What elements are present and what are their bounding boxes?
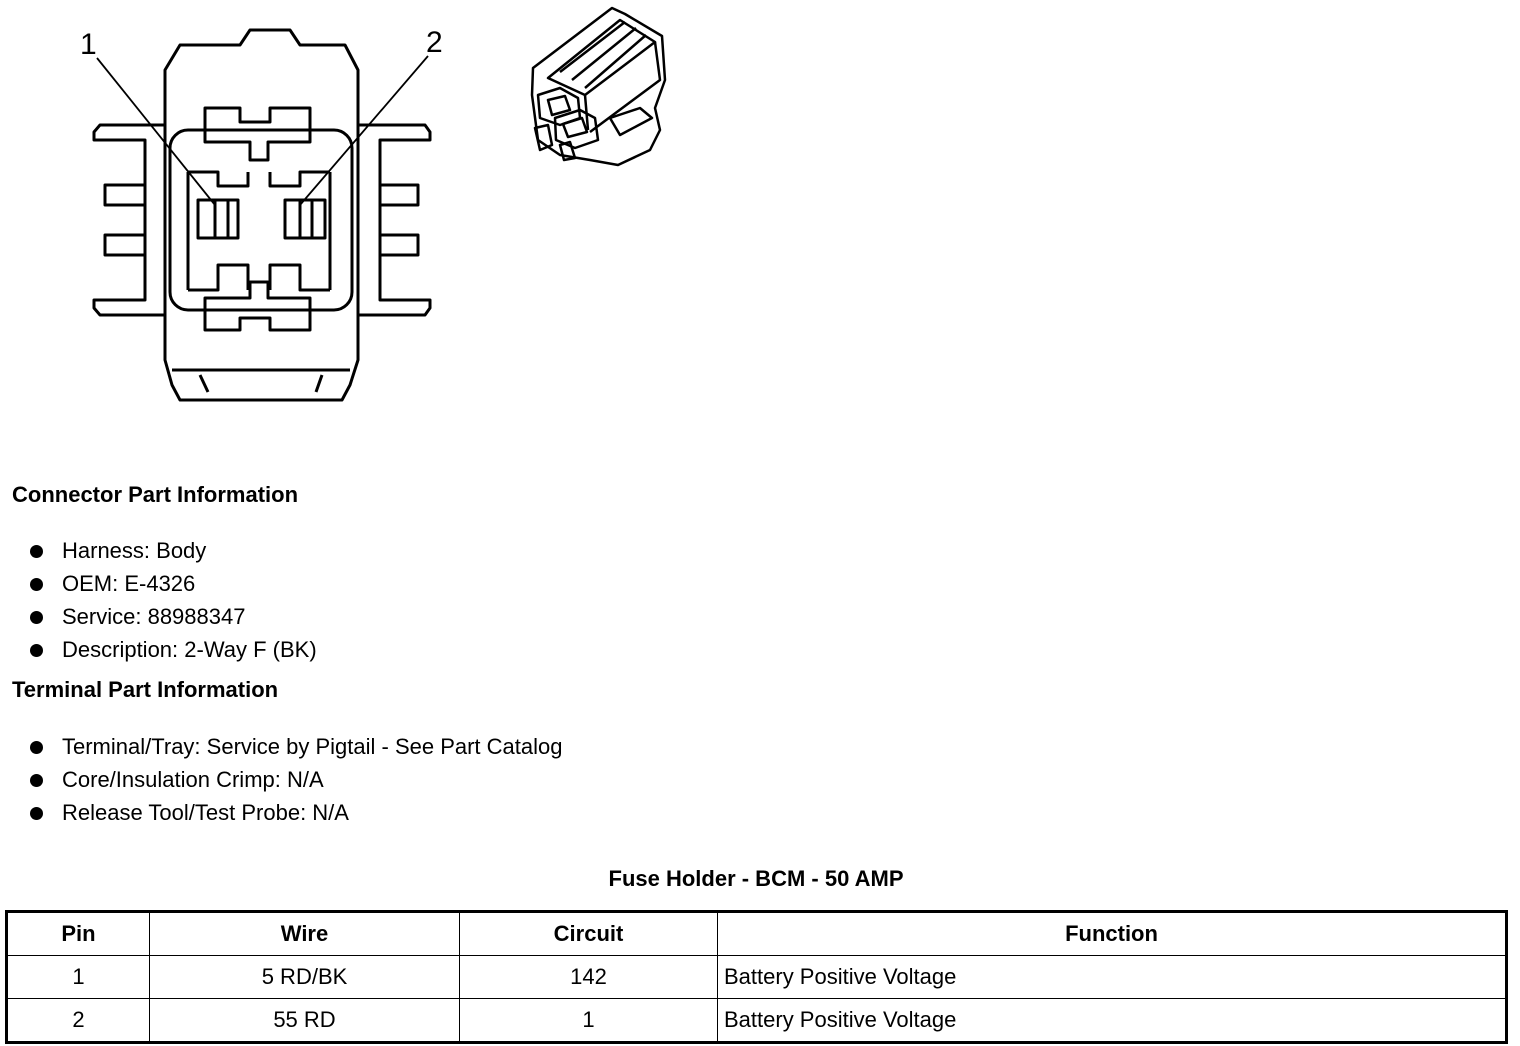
cell-wire: 55 RD xyxy=(149,998,460,1043)
cell-circuit: 142 xyxy=(459,955,718,999)
bullet-icon xyxy=(30,644,43,657)
terminal-info-heading: Terminal Part Information xyxy=(12,677,279,702)
callout-2-leader xyxy=(299,55,429,206)
callout-1-label: 1 xyxy=(80,28,97,61)
bullet-icon xyxy=(30,774,43,787)
column-header-pin: Pin xyxy=(6,911,150,956)
cell-circuit: 1 xyxy=(459,998,718,1043)
left-rail xyxy=(92,123,165,317)
connector-diagram: 1 2 xyxy=(80,6,667,402)
cell-function: Battery Positive Voltage xyxy=(717,955,1507,999)
list-item: Description: 2-Way F (BK) xyxy=(30,633,317,666)
terminal-1 xyxy=(196,198,240,240)
pinout-table: Pin Wire Circuit Function 1 5 RD/BK 142 … xyxy=(5,910,1508,1044)
list-item: Core/Insulation Crimp: N/A xyxy=(30,763,563,796)
list-item: OEM: E-4326 xyxy=(30,567,317,600)
bullet-icon xyxy=(30,545,43,558)
terminal-info-list: Terminal/Tray: Service by Pigtail - See … xyxy=(30,730,563,829)
callout-1-leader xyxy=(96,57,216,206)
column-header-circuit: Circuit xyxy=(459,911,718,956)
bullet-icon xyxy=(30,611,43,624)
terminal-cavity-frame xyxy=(168,128,354,312)
table-row: 1 5 RD/BK 142 Battery Positive Voltage xyxy=(6,955,1507,999)
list-item: Service: 88988347 xyxy=(30,600,317,633)
list-item: Release Tool/Test Probe: N/A xyxy=(30,796,563,829)
column-header-function: Function xyxy=(717,911,1507,956)
bullet-icon xyxy=(30,807,43,820)
table-row: 2 55 RD 1 Battery Positive Voltage xyxy=(6,998,1507,1043)
cell-pin: 2 xyxy=(6,998,150,1043)
table-header-row: Pin Wire Circuit Function xyxy=(6,911,1507,956)
top-key xyxy=(203,106,312,162)
bullet-icon xyxy=(30,578,43,591)
table-title: Fuse Holder - BCM - 50 AMP xyxy=(608,866,904,891)
list-item: Terminal/Tray: Service by Pigtail - See … xyxy=(30,730,563,763)
column-header-wire: Wire xyxy=(149,911,460,956)
right-rail xyxy=(358,123,432,317)
terminal-2 xyxy=(283,198,327,240)
cell-function: Battery Positive Voltage xyxy=(717,998,1507,1043)
bottom-key xyxy=(203,280,312,332)
list-item: Harness: Body xyxy=(30,534,317,567)
connector-iso-view xyxy=(530,6,667,167)
bullet-icon xyxy=(30,741,43,754)
connector-housing xyxy=(163,28,360,402)
cell-pin: 1 xyxy=(6,955,150,999)
cell-wire: 5 RD/BK xyxy=(149,955,460,999)
connector-info-list: Harness: Body OEM: E-4326 Service: 88988… xyxy=(30,534,317,666)
connector-info-heading: Connector Part Information xyxy=(12,482,299,507)
callout-2-label: 2 xyxy=(426,26,443,59)
